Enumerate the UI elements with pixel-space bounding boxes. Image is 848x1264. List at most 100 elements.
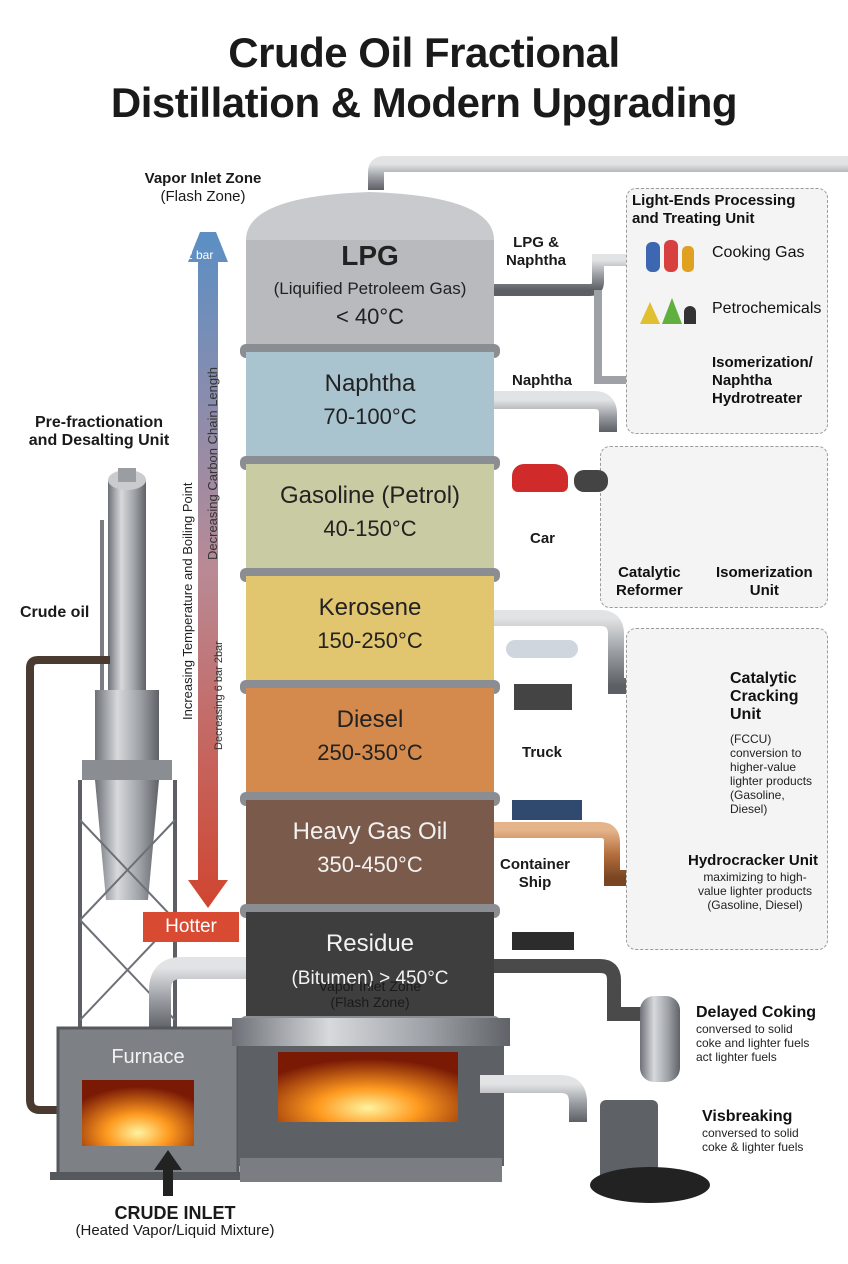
stage-temperature: 350-450°C (317, 852, 423, 877)
truck-icon (514, 684, 572, 710)
stage-band (246, 576, 494, 688)
coking-d3: act lighter fuels (696, 1050, 777, 1064)
prefrac-line-1: Pre-fractionation (34, 414, 163, 431)
column-fire (278, 1052, 458, 1122)
prefrac-tower (78, 468, 177, 1030)
stage-subtitle: (Liquified Petroleem Gas) (273, 279, 467, 298)
petrochemicals: Petrochemicals (712, 300, 822, 317)
stage-name: Naphtha (324, 370, 416, 397)
vapor-inlet-top: Vapor Inlet Zone (Flash Zone) (118, 170, 288, 206)
cat-ref-1: Catalytic (618, 564, 681, 581)
visbreaking-desc: conversed to solid coke & lighter fuels (702, 1126, 803, 1154)
stage-band (246, 352, 494, 464)
fccu-title: Catalytic Cracking Unit (730, 670, 798, 724)
visbreaking-title: Visbreaking (702, 1108, 793, 1125)
tanker-icon (512, 932, 574, 950)
light-ends-title-1: Light-Ends Processing (632, 192, 796, 209)
outlet-truck: Truck (522, 744, 563, 761)
arrow-text-1: Decreasing Carbon Chain Length (205, 367, 220, 560)
stage-temperature: 250-350°C (317, 740, 423, 765)
stage-band (246, 912, 494, 1024)
flash-zone-label: Vapor Inlet Zone (Flash Zone) (300, 978, 440, 1010)
hydrocracker-title: Hydrocracker Unit (688, 852, 819, 869)
conversion-panel (626, 628, 828, 950)
hydrocracker-desc: maximizing to high- value lighter produc… (688, 870, 822, 912)
outlet-naphtha: Naphtha (512, 372, 572, 389)
crude-inlet-arrow-stem (163, 1170, 173, 1196)
fccu-t3: Unit (730, 706, 762, 723)
cat-ref-2: Reformer (616, 582, 683, 599)
iso-1: Isomerization/ (712, 354, 813, 371)
page-title: Crude Oil Fractional Distillation & Mode… (0, 28, 848, 128)
cooking-gas: Cooking Gas (712, 244, 805, 261)
furnace-label: Furnace (111, 1046, 185, 1068)
light-ends-title-2: and Treating Unit (632, 210, 755, 227)
delayed-coking-desc: conversed to solid coke and lighter fuel… (696, 1022, 809, 1064)
pressure-label: 2 bar (186, 248, 214, 262)
iso-3: Hydrotreater (712, 390, 803, 407)
heating-coil (188, 1098, 450, 1134)
light-ends-title: Light-Ends Processing and Treating Unit (632, 192, 795, 228)
catalytic-reformer: Catalytic Reformer (616, 564, 683, 600)
hc-d2: value lighter products (697, 884, 813, 898)
outlet-container-2: Ship (518, 874, 552, 891)
coke-pile (590, 1167, 710, 1203)
flash-zone-1: Vapor Inlet Zone (318, 978, 422, 994)
stage-temperature: < 40°C (335, 304, 405, 329)
outlet-container-1: Container (500, 856, 571, 873)
iso-unit-1: Isomerization (716, 564, 813, 581)
fccu-d4: lighter products (730, 774, 813, 788)
crude-inlet: CRUDE INLET (Heated Vapor/Liquid Mixture… (40, 1204, 310, 1240)
stage-subtitle: (Bitumen) > 450°C (291, 968, 449, 989)
arrow-text-3: Decreasing 6 bar 2bar (213, 641, 225, 750)
crude-oil-label: Crude oil (20, 604, 90, 621)
prefrac-label: Pre-fractionation and Desalting Unit (14, 414, 184, 450)
iso-2: Naphtha (712, 372, 772, 389)
outlet-lpg-naphtha: LPG & Naphtha (506, 234, 566, 270)
vapor-inlet-top-sub: (Flash Zone) (160, 188, 246, 205)
stage-name: Kerosene (318, 594, 422, 621)
stage-name: Residue (325, 930, 415, 957)
outlet-lpg-2: Naphtha (506, 252, 566, 269)
fccu-t1: Catalytic (730, 670, 797, 687)
vis-d2: coke & lighter fuels (702, 1140, 804, 1154)
hotter-badge: Hotter (143, 912, 239, 942)
vis-d1: conversed to solid (702, 1126, 799, 1140)
crude-inlet-sub: (Heated Vapor/Liquid Mixture) (75, 1222, 275, 1239)
column-base-ring (232, 1018, 510, 1046)
hc-d1: maximizing to high- (703, 870, 807, 884)
fccu-t2: Cracking (730, 688, 799, 705)
transfer-line (149, 957, 255, 1030)
stage-band (246, 240, 494, 352)
stage-band (246, 688, 494, 800)
stage-temperature: 150-250°C (317, 628, 423, 653)
stage-temperature: 70-100°C (323, 404, 417, 429)
reformer-panel (600, 446, 828, 608)
prefrac-line-2: and Desalting Unit (28, 432, 170, 449)
car-icon (512, 464, 568, 492)
container-ship-icon (512, 800, 582, 820)
crude-inlet-title: CRUDE INLET (114, 1203, 236, 1223)
title-line-1: Crude Oil Fractional (228, 29, 620, 76)
motorcycle-icon (574, 470, 608, 492)
overhead-pipe (368, 156, 848, 190)
airplane-icon (506, 640, 578, 658)
stage-band (246, 464, 494, 576)
outlet-container-ship: Container Ship (500, 856, 570, 892)
delayed-coking-title: Delayed Coking (696, 1004, 817, 1021)
outlet-car: Car (530, 530, 556, 547)
coking-d2: coke and lighter fuels (696, 1036, 810, 1050)
gas-cylinders-icon (646, 238, 704, 274)
fccu-d6: Diesel) (730, 802, 768, 816)
crude-inlet-arrow (154, 1150, 182, 1170)
flasks-icon (640, 292, 700, 326)
outlet-lpg-1: LPG & (513, 234, 559, 251)
furnace-fire (82, 1080, 194, 1146)
flash-zone-2: (Flash Zone) (330, 994, 410, 1010)
isomerization-naphtha: Isomerization/ Naphtha Hydrotreater (712, 354, 813, 408)
fccu-d2: conversion to (730, 746, 802, 760)
stage-name: LPG (341, 240, 399, 271)
fccu-d3: higher-value (730, 760, 797, 774)
